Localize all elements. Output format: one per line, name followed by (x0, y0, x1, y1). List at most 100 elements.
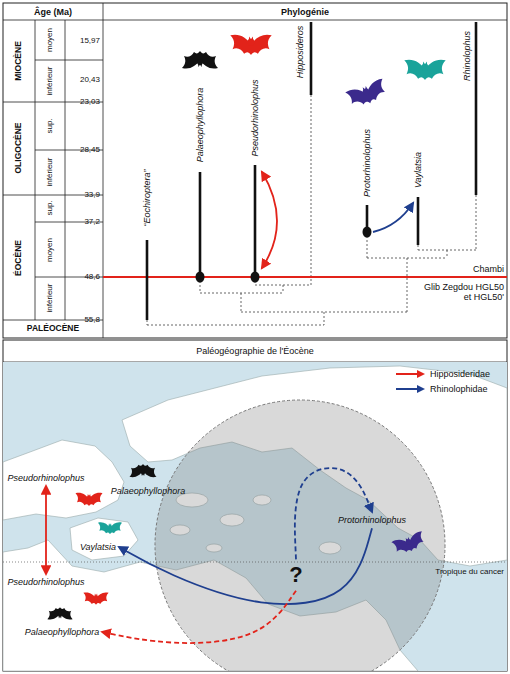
dispersal-arrow (102, 591, 296, 643)
uncertainty-zone (155, 400, 445, 671)
node-text: ? (289, 562, 302, 587)
svg-path (418, 195, 476, 250)
svg-path (255, 95, 311, 285)
node-text: Vaylatsia (80, 542, 116, 552)
svg-path (200, 277, 283, 293)
vertical-label: Rhinolophus (462, 31, 472, 81)
svg-line (417, 197, 420, 245)
svg-path (147, 312, 324, 325)
text-label: 28,45 (80, 145, 100, 154)
svg-path (70, 518, 138, 560)
svg-path (241, 258, 407, 312)
time-grid (3, 3, 507, 338)
text-label: 15,97 (80, 36, 100, 45)
vertical-label: ÉOCÈNE (14, 240, 24, 276)
legend-item: Rhinolophidae (395, 383, 488, 395)
text-label: 33,9 (84, 190, 100, 199)
vertical-label: OLIGOCÈNE (14, 122, 24, 173)
text-label: 37,2 (84, 217, 100, 226)
text-label: PALÉOCÈNE (27, 324, 79, 334)
bat-icon (76, 493, 103, 506)
text-label: Chambi (473, 264, 504, 274)
site-line (103, 276, 507, 278)
vertical-label: moyen (45, 238, 54, 262)
text-label: 55,8 (84, 315, 100, 324)
node-dots (196, 227, 372, 283)
vertical-label: “Eochiroptera” (142, 169, 152, 226)
svg-line (103, 3, 104, 338)
svg-line (475, 22, 478, 195)
vertical-label: inférieur (45, 158, 54, 187)
svg-line (35, 60, 103, 61)
text-label: Tropique du cancer (435, 567, 504, 576)
panel-frame (3, 3, 507, 338)
legend-line (396, 373, 419, 375)
text-label: Âge (Ma) (34, 7, 72, 17)
vertical-label: Pseudorhinolophus (250, 79, 260, 156)
taxon-label: Palaeophyllophora (110, 485, 187, 497)
dispersal-arrow (295, 468, 372, 559)
vertical-label: sup. (45, 118, 54, 133)
bat-icon (404, 60, 445, 80)
vertical-label: Palaeophyllophora (195, 88, 205, 163)
bat-icon (83, 592, 108, 604)
svg-line (254, 165, 257, 277)
svg-line (310, 22, 313, 95)
text-label: 48,6 (84, 272, 100, 281)
node-text: Pseudorhinolophus (7, 577, 84, 587)
text-label: Phylogénie (281, 7, 329, 17)
bat-icon (47, 607, 72, 619)
svg-ellipse (363, 227, 372, 238)
vertical-label: Protorhinolophus (362, 129, 372, 197)
svg-ellipse (196, 272, 205, 283)
vertical-label: sup. (45, 200, 54, 215)
taxon-label: Palaeophyllophora (24, 626, 101, 638)
bat-icon (391, 531, 427, 557)
node-text: Palaeophyllophora (111, 486, 186, 496)
vertical-label: moyen (45, 28, 54, 52)
svg-ellipse (251, 272, 260, 283)
taxon-label: Protorhinolophus (337, 514, 407, 526)
legend-arrow (395, 383, 427, 395)
taxon-ranges (147, 22, 476, 320)
legend-head (417, 385, 425, 393)
taxon-label: Pseudorhinolophus (6, 576, 85, 588)
svg-line (65, 20, 66, 320)
svg-line (146, 240, 149, 320)
legend-item: Hipposideridae (395, 368, 490, 380)
vertical-label: MIOCÈNE (14, 41, 24, 81)
legend-head (417, 370, 425, 378)
node-text: Protorhinolophus (338, 515, 406, 525)
node-text: Palaeophyllophora (25, 627, 100, 637)
vertical-label: Hipposideros (295, 26, 305, 79)
text-label: Glib Zegdou HGL50 et HGL50' (422, 282, 504, 303)
text-label: 23,03 (80, 97, 100, 106)
dispersal-arrow (119, 528, 372, 604)
svg-line (3, 20, 507, 21)
legend-text: Hipposideridae (430, 369, 490, 379)
svg-path (367, 232, 447, 258)
text-label: 20,43 (80, 75, 100, 84)
legend-arrow (395, 368, 427, 380)
vertical-label: Vaylatsia (413, 152, 423, 188)
bat-icon (182, 51, 218, 69)
dispersal-arrow (373, 203, 413, 232)
question-mark: ? (288, 561, 303, 588)
dispersal-arrow (262, 172, 277, 268)
taxon-label: Pseudorhinolophus (6, 472, 85, 484)
legend-text: Rhinolophidae (430, 384, 488, 394)
map (3, 362, 507, 671)
bat-icon (130, 464, 157, 477)
taxon-label: Vaylatsia (79, 541, 117, 553)
tropic-line (3, 562, 507, 563)
dispersal-arrow (45, 486, 47, 574)
legend-line (396, 388, 419, 390)
svg-path (241, 293, 242, 312)
bat-icon (230, 35, 271, 55)
svg-line (199, 172, 202, 277)
svg-path (3, 440, 124, 520)
svg-line (35, 20, 36, 320)
node-text: Pseudorhinolophus (7, 473, 84, 483)
vertical-label: inférieur (45, 284, 54, 313)
